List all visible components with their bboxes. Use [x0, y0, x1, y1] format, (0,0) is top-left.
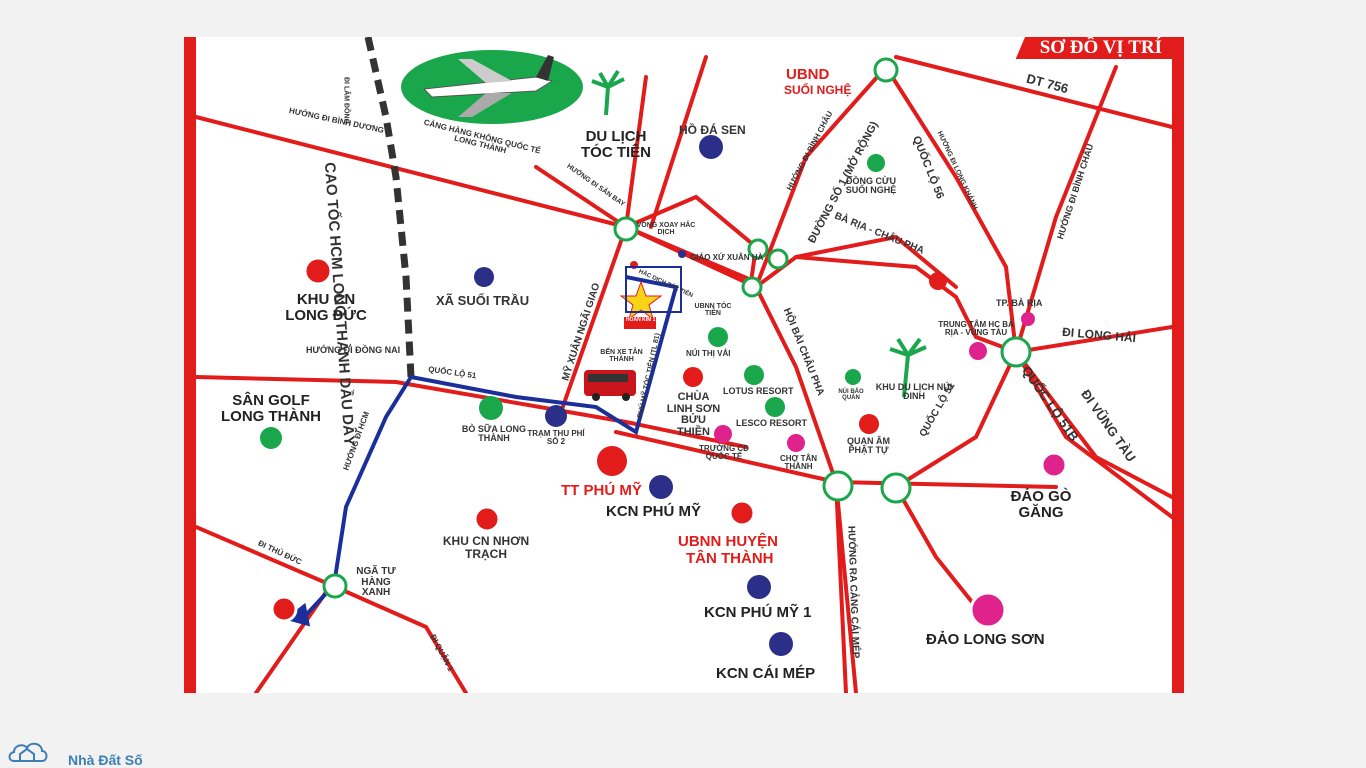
- road-cross: [624, 194, 759, 284]
- road-ql56: [884, 65, 1018, 354]
- road-thu-duc: [196, 525, 333, 587]
- airplane-icon: [399, 48, 585, 126]
- road-ba-ria-chau-pha: [794, 255, 1018, 354]
- watermark-text: Nhà Đất Số: [68, 752, 143, 768]
- label-tp-ba-ria: TP. BÀ RỊA: [996, 298, 1043, 308]
- label-nui-dinh: KHU DU LỊCH NÚI DINH: [875, 382, 953, 402]
- roundabout-c: [741, 276, 763, 298]
- road-quan-1: [329, 583, 468, 693]
- roundabout-hac-dich: [613, 216, 639, 242]
- label-vong-xoay: VÒNG XOAY HẮC DỊCH: [636, 222, 696, 237]
- label-dao-go-gang: ĐẢO GÒ GĂNG: [1010, 488, 1072, 521]
- road-dt756: [894, 55, 1172, 129]
- roundabout-phu-my: [822, 470, 854, 502]
- label-project: HOÀN KIM 1: [626, 317, 656, 323]
- label-san-golf: SÂN GOLF LONG THÀNH: [221, 392, 321, 425]
- label-ubnd: UBND: [786, 66, 830, 83]
- roundabout-hang-xanh: [322, 573, 348, 599]
- label-truong-cd: TRƯỜNG CĐ QUỐC TẾ: [699, 444, 749, 462]
- map-title: SƠ ĐỒ VỊ TRÍ: [1015, 37, 1172, 59]
- label-xa-suoi-trau: XÃ SUỐI TRẦU: [436, 293, 530, 308]
- label-nui-thi-vai: NÚI THỊ VẢI: [686, 349, 731, 358]
- label-ubnn-huyen: UBNN HUYỆN: [678, 533, 779, 550]
- road-toc-tien-north: [624, 75, 648, 229]
- label-quan-am: QUAN ÂM PHẬT TỰ: [847, 436, 890, 456]
- label-nui-bao-quan: NÚI BẢO QUÁN: [838, 389, 864, 402]
- road-network: [196, 37, 1172, 693]
- label-nga-tu: NGÃ TƯ HÀNG XANH: [356, 566, 396, 598]
- label-suoi-nghe: SUỐI NGHỆ: [784, 83, 852, 97]
- markers: [260, 135, 1068, 656]
- road-dong-nai: [196, 375, 398, 384]
- roundabout-a: [747, 238, 769, 260]
- label-giao-xu: GIÁO XỨ XUÂN HÀ: [690, 253, 764, 262]
- roundabout-north: [873, 57, 899, 83]
- project-frame: [625, 266, 682, 313]
- route-to-hcm: [284, 375, 413, 627]
- road-ubnd: [754, 65, 888, 289]
- label-kcn-long-duc: KHU CN LONG ĐỨC: [285, 291, 367, 324]
- road-ql51-east: [894, 350, 1018, 489]
- roundabout-phu-my-2: [880, 472, 912, 504]
- road-binh-chau: [1014, 65, 1118, 354]
- label-bo-sua: BÒ SỮA LONG THÀNH: [461, 424, 527, 444]
- label-lotus: LOTUS RESORT: [723, 386, 794, 396]
- label-tan-thanh: TÂN THÀNH: [686, 550, 774, 567]
- bus-icon: [584, 370, 636, 401]
- label-kcn-phu-my: KCN PHÚ MỸ: [606, 503, 702, 520]
- road-ql51b: [1014, 350, 1172, 519]
- road-ql51-west: [394, 380, 748, 449]
- label-kcn-phu-my-1: KCN PHÚ MỸ 1: [704, 604, 812, 621]
- label-tt-phu-my: TT PHÚ MỸ: [561, 482, 642, 499]
- label-chua: CHÙA LINH SƠN BỬU THIỀN: [666, 391, 721, 438]
- road-hoi-bai: [754, 285, 858, 693]
- label-tram-thu-phi: TRẠM THU PHÍ SỐ 2: [527, 429, 585, 447]
- roundabout-b: [767, 248, 789, 270]
- label-kcn-cai-mep: KCN CÁI MÉP: [716, 665, 816, 682]
- road-ho-da-sen: [649, 55, 708, 229]
- label-cho-tan-thanh: CHỢ TÂN THÀNH: [779, 454, 818, 472]
- label-dao-long-son: ĐẢO LONG SƠN: [926, 631, 1045, 648]
- location-map: SƠ ĐỒ VỊ TRÍ DU LỊCH TÓC TIÊN HỒ ĐÁ SEN …: [184, 37, 1184, 693]
- label-dong-cuu: ĐỒNG CỪU SUỐI NGHỆ: [845, 176, 897, 196]
- palm-tree-icon: [591, 69, 927, 398]
- label-ho-da-sen: HỒ ĐÁ SEN: [679, 123, 746, 137]
- label-ubnn-toc-tien: UBNN TÓC TIÊN: [694, 303, 732, 318]
- road-long-son: [894, 485, 978, 609]
- label-huong-dong-nai: HƯỚNG ĐI ĐỒNG NAI: [306, 345, 401, 355]
- road-cai-mep: [834, 480, 848, 693]
- expressway-dashed: [364, 37, 415, 378]
- roundabout-ba-ria: [1000, 336, 1032, 368]
- label-ben-xe: BẾN XE TÂN THÀNH: [600, 349, 643, 364]
- road-long-hai: [1014, 325, 1172, 354]
- project-label-box: [624, 317, 656, 329]
- label-du-lich-toc-tien: DU LỊCH TÓC TIÊN: [581, 128, 651, 161]
- cloud-house-icon: [8, 742, 48, 762]
- road-binh-duong: [196, 115, 628, 229]
- road-vung-tau: [1014, 350, 1172, 499]
- label-kcn-nhon-trach: KHU CN NHƠN TRẠCH: [442, 534, 530, 561]
- label-lesco: LESCO RESORT: [736, 418, 808, 428]
- road-my-xuan: [559, 225, 628, 414]
- label-di-lam-dong: ĐI LÂM ĐỒNG: [342, 77, 350, 125]
- label-trung-tam: TRUNG TÂM HC BÀ RỊA - VŨNG TÀU: [938, 320, 1014, 338]
- route-to-project: [410, 275, 679, 436]
